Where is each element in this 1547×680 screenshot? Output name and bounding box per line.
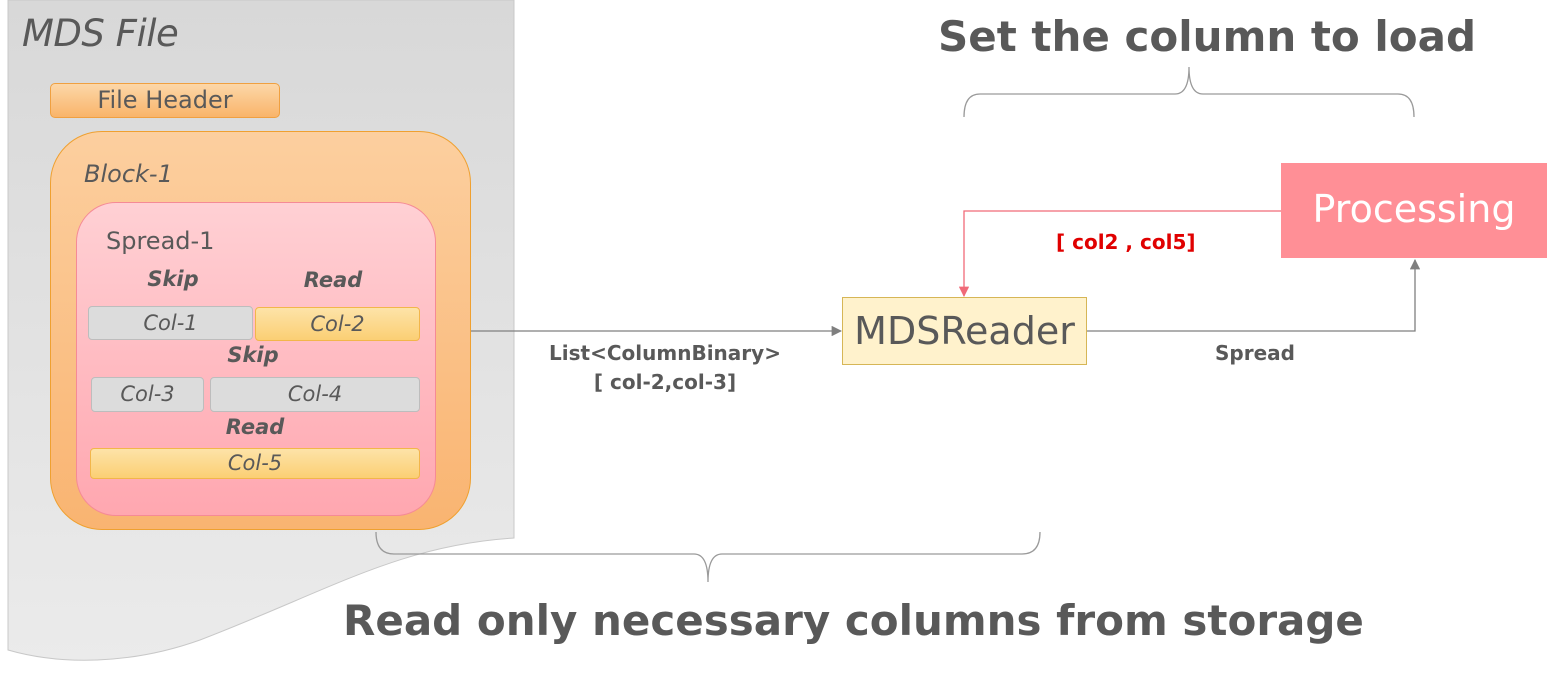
column-col-2: Col-2 [255,307,420,341]
spread-edge-label: Spread [1215,341,1295,365]
column-col-1: Col-1 [88,306,253,340]
skip-label-1: Skip [147,267,199,291]
bottom-caption: Read only necessary columns from storage [343,596,1364,645]
mdsreader-node: MDSReader [842,297,1087,365]
bottom-brace [375,531,1041,583]
block-label: Block-1 [84,160,173,188]
list-edge-label-type: List<ColumnBinary> [549,341,781,365]
skip-label-2: Skip [227,343,279,367]
list-edge-label: List<ColumnBinary> [ col-2,col-3] [520,339,810,397]
top-caption: Set the column to load [938,12,1477,61]
spread-label: Spread-1 [106,227,215,255]
feedback-columns-label: [ col2 , col5] [1056,230,1196,254]
read-label-1: Read [303,268,363,292]
column-col-5: Col-5 [90,448,420,479]
arrow-reader-to-processing [1087,258,1421,332]
list-edge-label-columns: [ col-2,col-3] [593,370,737,394]
mds-file-title: MDS File [22,12,179,55]
top-brace [963,66,1415,118]
column-col-3: Col-3 [91,377,204,412]
processing-node: Processing [1281,163,1547,258]
file-header-box: File Header [50,83,280,118]
arrow-processing-to-reader [958,210,1281,298]
read-label-2: Read [225,415,285,439]
column-col-4: Col-4 [210,377,420,412]
